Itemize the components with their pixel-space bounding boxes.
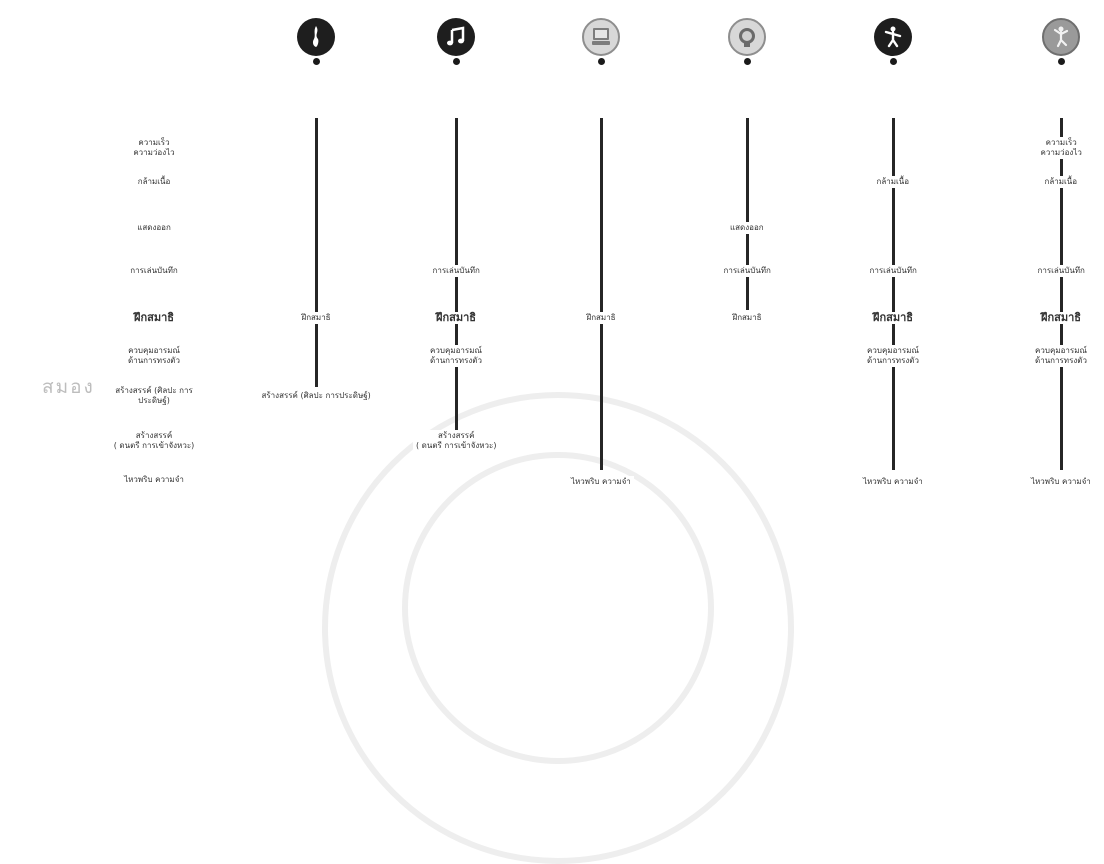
cell-label-cooking: ฝึกสมาธิ <box>729 312 765 324</box>
cell-label-cooking: การเล่นบันทึก <box>720 265 774 277</box>
cell-label-art: สร้างสรรค์ (ศิลปะ การประดิษฐ์) <box>258 390 374 402</box>
cell-label-music: ควบคุมอารมณ์ ด้านการทรงตัว <box>427 345 485 367</box>
cell-label-music: สร้างสรรค์ ( ดนตรี การเข้าจังหวะ) <box>413 430 500 452</box>
connector-line <box>1059 118 1063 470</box>
cell-label-dance: ความเร็ว ความว่องไว <box>1037 137 1085 159</box>
cell-label-dance: การเล่นบันทึก <box>1034 265 1088 277</box>
watermark-circle-inner <box>402 452 714 764</box>
cell-label-dance: ฝึกสมาธิ <box>1038 312 1084 324</box>
junction-dot <box>597 58 605 65</box>
connector-line <box>891 118 895 470</box>
row-label-muscle: กล้ามเนื้อ <box>137 177 171 186</box>
connector-line <box>745 118 749 310</box>
flame-icon <box>297 18 335 56</box>
connector-line <box>314 118 318 387</box>
row-label-expression: แสดงออก <box>137 223 171 232</box>
cooking-icon <box>728 18 766 56</box>
music-note-icon <box>437 18 475 56</box>
junction-dot <box>452 58 460 65</box>
row-label-record: การเล่นบันทึก <box>130 266 178 275</box>
junction-dot <box>743 58 751 65</box>
activity-skills-diagram: สมอง ความเร็ว ความว่องไวกล้ามเนื้อแสดงออ… <box>42 18 1094 864</box>
cell-label-music: การเล่นบันทึก <box>429 265 483 277</box>
cell-label-exercise: กล้ามเนื้อ <box>873 176 913 188</box>
cell-label-computer: ฝึกสมาธิ <box>583 312 619 324</box>
junction-dot <box>312 58 320 65</box>
cell-label-exercise: ไหวพริบ ความจำ <box>860 476 926 488</box>
row-label-meditation: ฝึกสมาธิ <box>134 311 174 324</box>
row-label-speed: ความเร็ว ความว่องไว <box>133 138 175 157</box>
cell-label-dance: ไหวพริบ ความจำ <box>1028 476 1094 488</box>
computer-icon <box>582 18 620 56</box>
cell-label-computer: ไหวพริบ ความจำ <box>568 476 634 488</box>
row-label-create_music: สร้างสรรค์ ( ดนตรี การเข้าจังหวะ) <box>113 431 195 450</box>
cell-label-dance: ควบคุมอารมณ์ ด้านการทรงตัว <box>1032 345 1090 367</box>
connector-line <box>454 118 458 452</box>
cell-label-exercise: ควบคุมอารมณ์ ด้านการทรงตัว <box>864 345 922 367</box>
cell-label-exercise: การเล่นบันทึก <box>866 265 920 277</box>
row-label-memory: ไหวพริบ ความจำ <box>124 475 184 484</box>
connector-line <box>599 118 603 470</box>
cell-label-art: ฝึกสมาธิ <box>298 312 334 324</box>
cell-label-music: ฝึกสมาธิ <box>433 312 479 324</box>
junction-dot <box>1057 58 1065 65</box>
cell-label-cooking: แสดงออก <box>727 222 767 234</box>
watermark-text: สมอง <box>42 376 95 398</box>
cell-label-dance: กล้ามเนื้อ <box>1041 176 1081 188</box>
cell-label-exercise: ฝึกสมาธิ <box>870 312 916 324</box>
row-label-create_art: สร้างสรรค์ (ศิลปะ การประดิษฐ์) <box>115 386 193 405</box>
dancer-icon <box>1042 18 1080 56</box>
junction-dot <box>889 58 897 65</box>
row-label-control: ควบคุมอารมณ์ ด้านการทรงตัว <box>128 346 180 365</box>
exercise-icon <box>874 18 912 56</box>
